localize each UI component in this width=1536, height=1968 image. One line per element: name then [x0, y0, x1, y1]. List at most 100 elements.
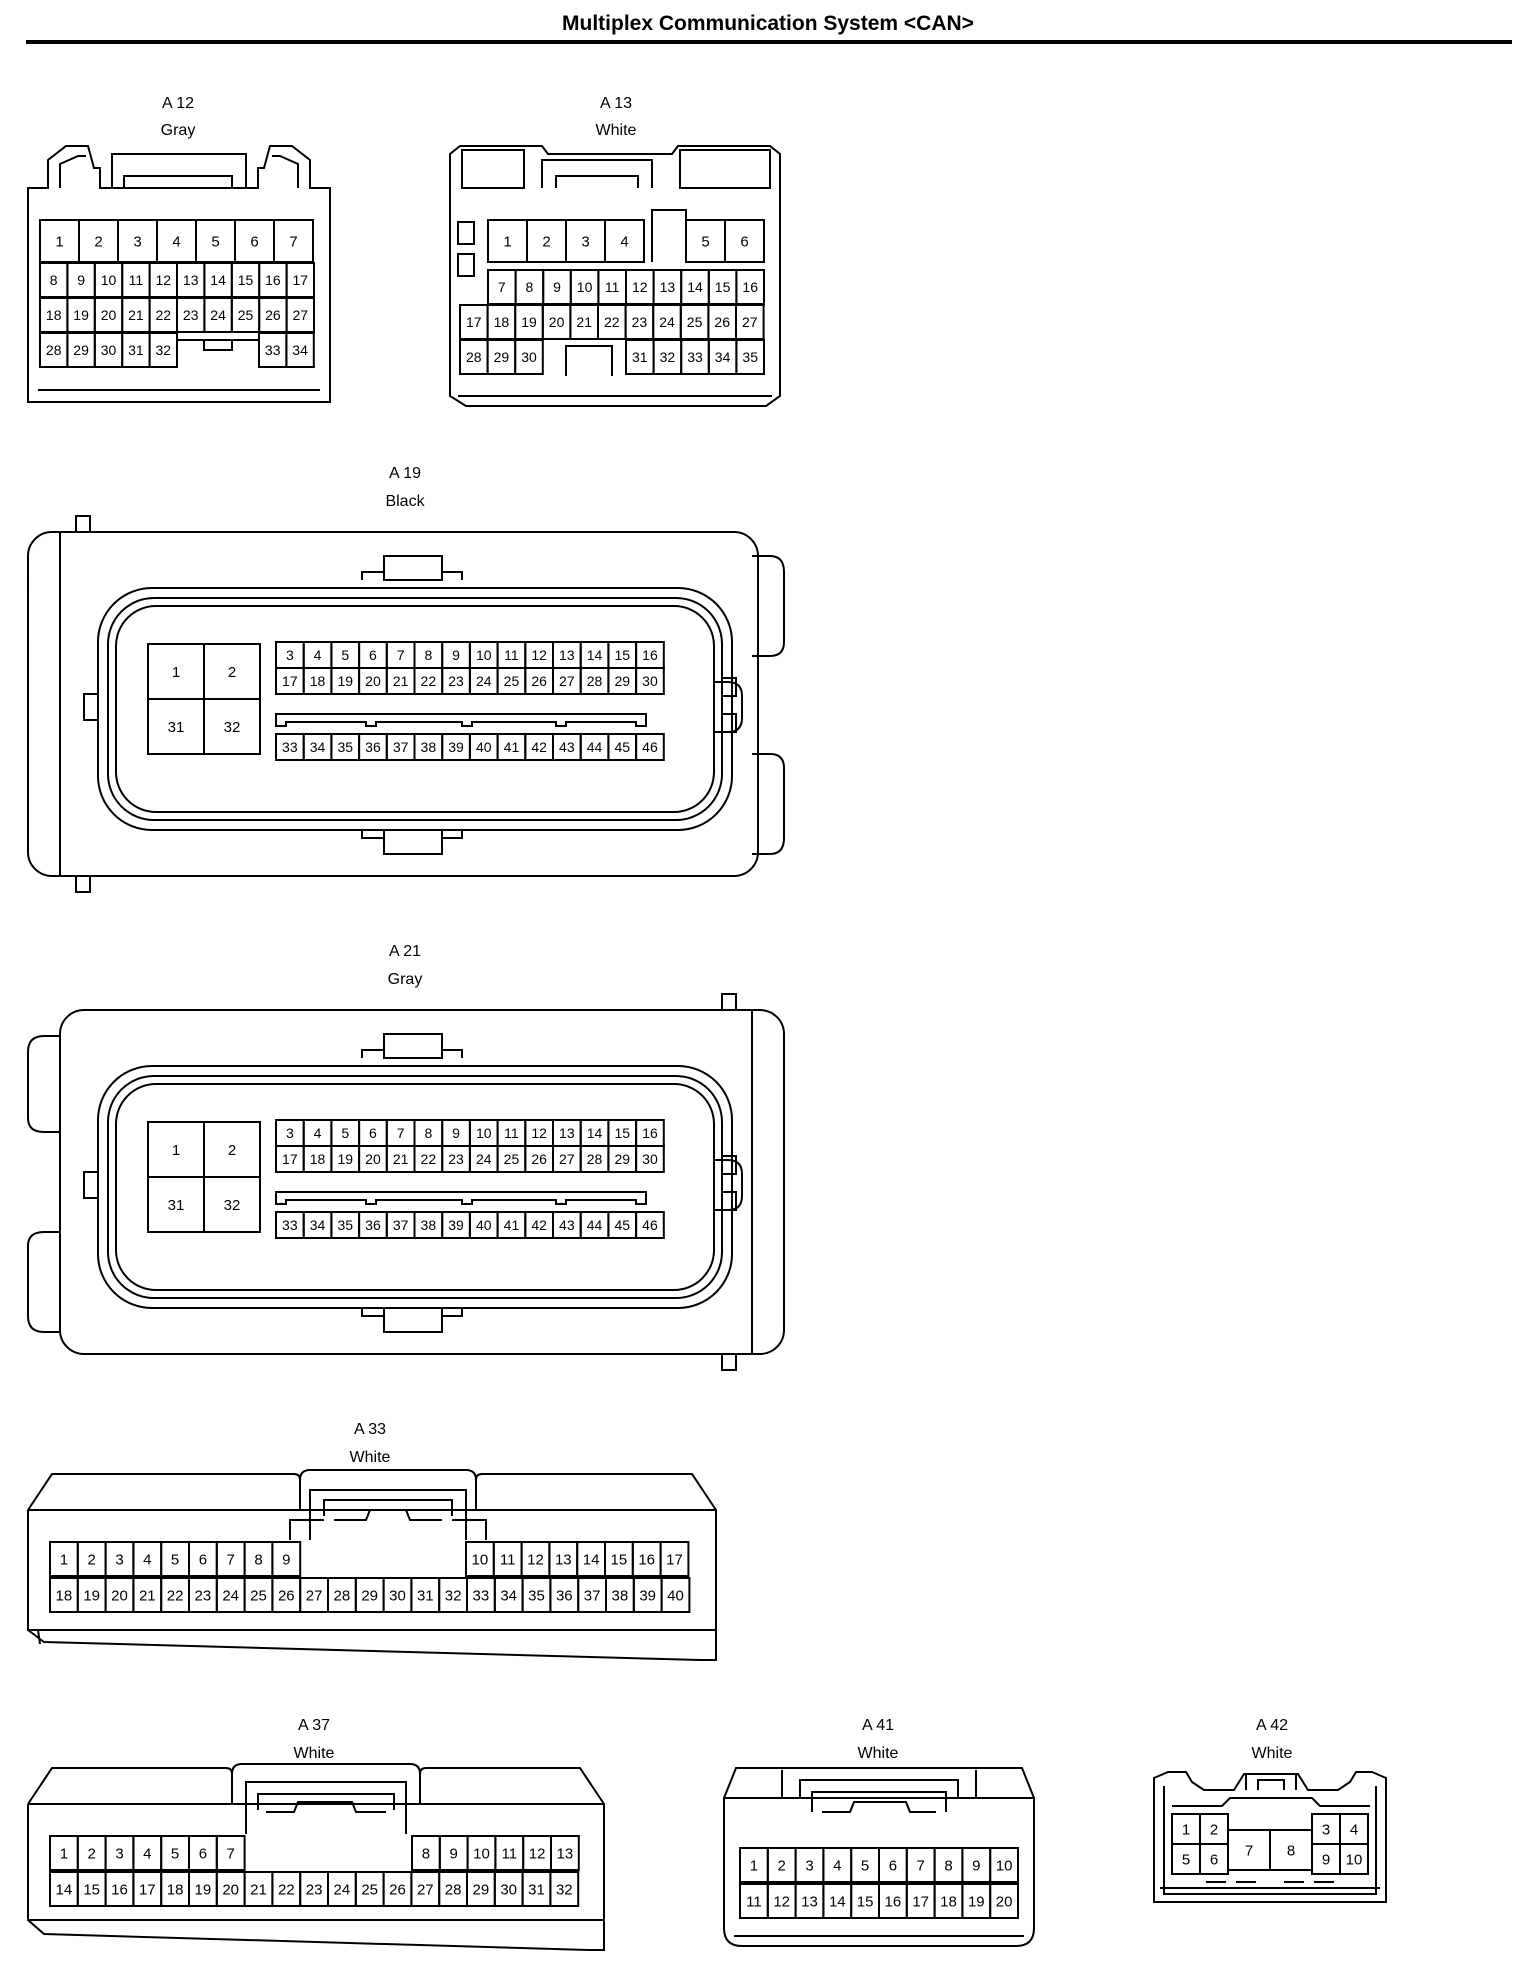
- pin-number: 2: [1210, 1821, 1218, 1838]
- pin-box: [271, 1541, 302, 1577]
- pin-cell: 25: [679, 304, 710, 340]
- pin-number: 3: [581, 233, 589, 250]
- pin-cell: 16: [635, 641, 665, 669]
- pin-number: 6: [250, 233, 258, 250]
- pin-number: 11: [504, 647, 519, 663]
- pin-cell: 8: [243, 1541, 274, 1577]
- pin-cell: 30: [635, 667, 665, 695]
- pin-cell: 4: [132, 1541, 163, 1577]
- pin-cell: 8: [1269, 1829, 1313, 1871]
- pin-number: 30: [101, 342, 117, 358]
- pin-cell: 39: [441, 1211, 471, 1239]
- pin-number: 10: [472, 1551, 489, 1568]
- pin-number: 18: [494, 314, 510, 330]
- pin-number: 17: [466, 314, 482, 330]
- pin-cell: 2: [76, 1541, 107, 1577]
- pin-cell: 17: [275, 667, 305, 695]
- pin-number: 4: [143, 1551, 151, 1568]
- pin-cell: 27: [552, 1145, 582, 1173]
- pin-number: 21: [576, 314, 592, 330]
- connector-color: White: [1252, 1745, 1293, 1762]
- pin-number: 31: [168, 719, 185, 736]
- pin-box: [635, 667, 665, 695]
- pin-cell: 20: [215, 1871, 246, 1907]
- pin-cell: 18: [160, 1871, 190, 1907]
- pin-cell: 10: [93, 262, 124, 298]
- pin-cell: 2: [1199, 1813, 1229, 1845]
- connector-housing: [27, 993, 785, 1371]
- pin-cell: 34: [302, 733, 333, 761]
- pin-number: 13: [559, 1125, 575, 1141]
- pin-number: 9: [553, 279, 561, 295]
- pin-cell: 23: [441, 667, 471, 695]
- pin-cell: 2: [203, 643, 261, 700]
- pin-number: 1: [503, 233, 511, 250]
- pin-number: 32: [445, 1587, 462, 1604]
- pin-cell: 1: [1171, 1813, 1201, 1845]
- pin-number: 8: [50, 272, 58, 288]
- pin-cell: 19: [330, 667, 361, 695]
- pin-cell: 26: [258, 297, 288, 333]
- pin-cell: 9: [438, 1835, 469, 1871]
- pin-cell: 45: [607, 1211, 638, 1239]
- connector-code: A 41: [862, 1717, 894, 1734]
- pin-number: 33: [282, 1217, 298, 1233]
- pin-cell: 3: [794, 1847, 825, 1883]
- pin-number: 26: [278, 1587, 295, 1604]
- pin-cell: 22: [271, 1871, 302, 1907]
- pin-number: 29: [361, 1587, 378, 1604]
- pin-number: 9: [1322, 1851, 1330, 1868]
- pin-cell: 35: [735, 339, 766, 375]
- pin-cell: 41: [496, 733, 527, 761]
- pin-cell: 20: [989, 1883, 1020, 1919]
- pin-number: 5: [341, 647, 349, 663]
- pin-cell: 13: [794, 1883, 825, 1919]
- pin-cell: 2: [766, 1847, 797, 1883]
- pin-cell: 30: [93, 332, 124, 368]
- pin-cell: 29: [607, 1145, 638, 1173]
- pin-number: 27: [742, 314, 758, 330]
- pin-cell: 26: [707, 304, 738, 340]
- pin-number: 31: [128, 342, 144, 358]
- pin-cell: 10: [466, 1835, 497, 1871]
- pin-number: 29: [494, 349, 510, 365]
- pin-number: 6: [369, 647, 377, 663]
- pin-cell: 30: [382, 1577, 413, 1613]
- pin-cell: 5: [850, 1847, 881, 1883]
- connector-color: White: [350, 1449, 391, 1466]
- pin-number: 18: [310, 673, 326, 689]
- pin-number: 17: [912, 1893, 929, 1910]
- pin-cell: 25: [354, 1871, 385, 1907]
- pin-cell: 25: [243, 1577, 274, 1613]
- pin-number: 15: [83, 1881, 100, 1898]
- pin-number: 2: [542, 233, 550, 250]
- pin-number: 2: [88, 1845, 96, 1862]
- pin-cell: 17: [459, 304, 489, 340]
- pin-number: 27: [293, 307, 309, 323]
- pin-box: [989, 1883, 1020, 1919]
- pin-number: 8: [526, 279, 534, 295]
- pin-cell: 6: [188, 1835, 218, 1871]
- pin-cell: 4: [156, 219, 197, 263]
- pin-number: 4: [314, 647, 322, 663]
- pin-number: 42: [531, 739, 547, 755]
- connector-housing: [723, 1767, 1035, 1947]
- pin-cell: 40: [468, 1211, 499, 1239]
- pin-box: [215, 1835, 246, 1871]
- pin-cell: 29: [66, 332, 96, 368]
- pin-cell: 11: [496, 641, 527, 669]
- pin-cell: 15: [230, 262, 261, 298]
- pin-box: [635, 733, 665, 761]
- pin-number: 13: [660, 279, 676, 295]
- pin-cell: 2: [76, 1835, 107, 1871]
- pin-number: 1: [60, 1551, 68, 1568]
- pin-cell: 44: [579, 733, 610, 761]
- pin-number: 19: [73, 307, 89, 323]
- pin-cell: 31: [147, 1176, 205, 1233]
- pin-number: 16: [742, 279, 758, 295]
- pin-number: 20: [549, 314, 565, 330]
- connector-code: A 37: [298, 1717, 330, 1734]
